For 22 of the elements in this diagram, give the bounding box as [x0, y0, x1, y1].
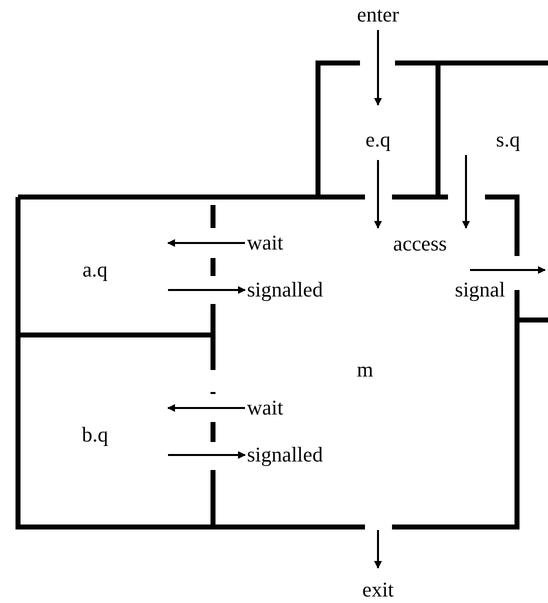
- room-label: e.q: [365, 130, 391, 150]
- room-label: s.q: [496, 130, 520, 150]
- exit-label: exit: [362, 580, 394, 600]
- arrow: [167, 404, 245, 412]
- room-label: a.q: [82, 260, 108, 280]
- arrow: [462, 155, 470, 229]
- arrow: [374, 30, 382, 106]
- edge-label: signal: [454, 280, 506, 300]
- arrow: [470, 266, 546, 274]
- arrow: [374, 530, 382, 569]
- room-label: m: [356, 360, 374, 380]
- edge-label: access: [393, 234, 447, 254]
- edge-label: wait: [247, 232, 284, 254]
- arrow: [168, 286, 246, 294]
- room-label: b.q: [82, 424, 108, 446]
- entry-label: enter: [357, 4, 399, 26]
- arrow: [374, 160, 382, 229]
- edge-label: wait: [247, 398, 284, 418]
- arrow: [168, 451, 246, 459]
- edge-label: signalled: [247, 444, 323, 466]
- edge-label: signalled: [247, 280, 323, 300]
- arrow: [167, 239, 245, 247]
